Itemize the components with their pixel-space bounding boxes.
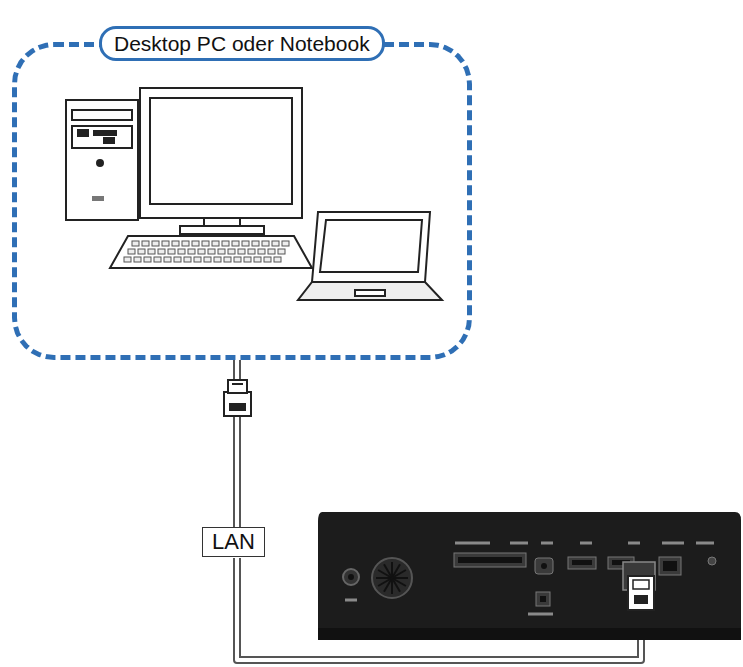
dashed-region: Desktop PC oder Notebook bbox=[12, 42, 472, 360]
device-rear bbox=[318, 512, 741, 640]
monitor bbox=[140, 88, 302, 234]
cable-label-box: LAN bbox=[202, 527, 265, 557]
rj45-plug bbox=[224, 380, 251, 416]
desktop-tower bbox=[66, 100, 138, 220]
region-title: Desktop PC oder Notebook bbox=[99, 26, 385, 61]
cable-label: LAN bbox=[212, 529, 255, 554]
keyboard bbox=[110, 236, 312, 268]
notebook bbox=[298, 212, 442, 300]
